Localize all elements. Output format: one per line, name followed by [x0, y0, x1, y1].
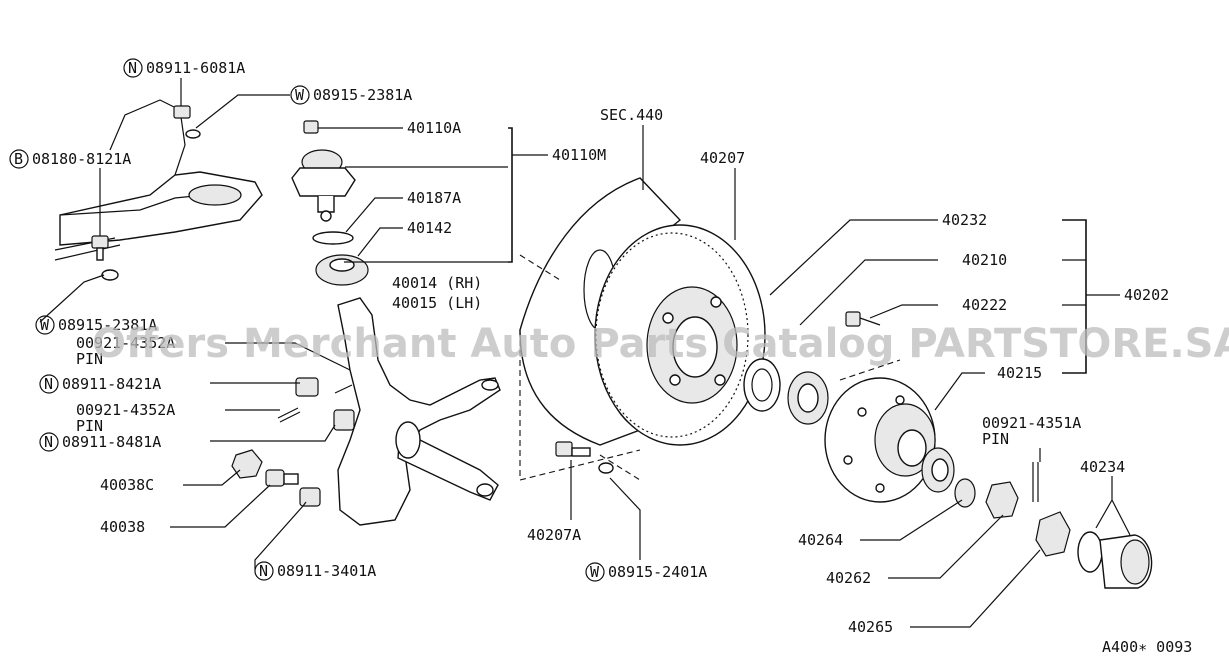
label-40207[interactable]: 40207 [700, 149, 745, 167]
prefix-n-08911-8481A: N [44, 433, 53, 451]
label-pin-a: PIN [76, 350, 103, 368]
diagram-code: A400∗ 0093 [1102, 638, 1192, 656]
label-40207A[interactable]: 40207A [527, 526, 581, 544]
seal-40187A-drawing [312, 231, 354, 245]
label-08180-8121A[interactable]: 08180-8121A [32, 150, 131, 168]
bearing-40215-drawing [921, 447, 955, 493]
label-40262[interactable]: 40262 [826, 569, 871, 587]
label-40110M[interactable]: 40110M [552, 146, 606, 164]
nut-40262-drawing [985, 481, 1019, 519]
nut-08911-8421A-drawing [295, 377, 319, 397]
bearing-40210-drawing [787, 371, 829, 425]
ball-joint-40110M-drawing [291, 120, 356, 222]
label-pin-c: PIN [982, 430, 1009, 448]
part-labels: 08911-6081A 08915-2381A 40110A 40110M 08… [32, 59, 1192, 656]
label-40187A[interactable]: 40187A [407, 189, 461, 207]
pin-00921-4352A-drawing [277, 384, 353, 423]
prefix-w-08915-2381A-left: W [40, 316, 50, 334]
label-40202[interactable]: 40202 [1124, 286, 1169, 304]
label-40015-lh[interactable]: 40015 (LH) [392, 294, 482, 312]
label-08911-3401A[interactable]: 08911-3401A [277, 562, 376, 580]
boot-40142-drawing [315, 254, 369, 286]
prefix-n-08911-3401A: N [259, 562, 268, 580]
steering-knuckle-40014-drawing [337, 297, 501, 526]
prefix-b-08180-8121A: B [14, 150, 23, 168]
brake-disc-40207-drawing [594, 224, 766, 446]
label-00921-4351A[interactable]: 00921-4351A [982, 414, 1081, 432]
castle-nut-08911-8481A-drawing [333, 409, 355, 431]
label-40038[interactable]: 40038 [100, 518, 145, 536]
upper-control-arm-drawing [54, 99, 263, 261]
label-00921-4352A-a[interactable]: 00921-4352A [76, 334, 175, 352]
label-00921-4352A-b[interactable]: 00921-4352A [76, 401, 175, 419]
label-08915-2381A-top[interactable]: 08915-2381A [313, 86, 412, 104]
label-08911-6081A[interactable]: 08911-6081A [146, 59, 245, 77]
wheel-stud-40222-drawing [845, 311, 881, 327]
prefix-w-08915-2401A: W [590, 563, 600, 581]
lock-cap-40265-drawing [1035, 511, 1071, 557]
grease-cap-40234-drawing [1077, 531, 1153, 589]
label-40234[interactable]: 40234 [1080, 458, 1125, 476]
nut-08911-6081A-drawing [173, 105, 201, 139]
label-40264[interactable]: 40264 [798, 531, 843, 549]
label-40215[interactable]: 40215 [997, 364, 1042, 382]
stud-40038-drawing [265, 469, 299, 487]
label-40110A[interactable]: 40110A [407, 119, 461, 137]
label-40232[interactable]: 40232 [942, 211, 987, 229]
label-08911-8421A[interactable]: 08911-8421A [62, 375, 161, 393]
watermark-text: Offers Merchant Auto Parts Catalog PARTS… [92, 321, 1229, 367]
label-08915-2381A-left[interactable]: 08915-2381A [58, 316, 157, 334]
nut-08911-3401A-drawing [299, 487, 321, 507]
label-08911-8481A[interactable]: 08911-8481A [62, 433, 161, 451]
label-40142[interactable]: 40142 [407, 219, 452, 237]
prefix-w-08915-2381A-top: W [295, 86, 305, 104]
leader-lines [39, 78, 1131, 628]
label-pin-b: PIN [76, 417, 103, 435]
label-40222[interactable]: 40222 [962, 296, 1007, 314]
label-sec-440[interactable]: SEC.440 [600, 106, 663, 124]
washer-40264-drawing [954, 478, 976, 508]
bolt-40207A-drawing [555, 441, 641, 481]
bolt-08180-8121A-drawing [91, 235, 119, 281]
outer-seal-40232-drawing [743, 358, 781, 412]
pin-00921-4351A-drawing [1032, 462, 1039, 502]
prefix-n-08911-6081A: N [128, 59, 137, 77]
label-40265[interactable]: 40265 [848, 618, 893, 636]
label-08915-2401A[interactable]: 08915-2401A [608, 563, 707, 581]
label-40038C[interactable]: 40038C [100, 476, 154, 494]
prefix-n-08911-8421A: N [44, 375, 53, 393]
label-40014-rh[interactable]: 40014 (RH) [392, 274, 482, 292]
hub-drawing [824, 359, 936, 503]
label-40210[interactable]: 40210 [962, 251, 1007, 269]
nut-40038C-drawing [231, 449, 263, 479]
prefix-markers: N W B W N N N W [9, 58, 605, 582]
